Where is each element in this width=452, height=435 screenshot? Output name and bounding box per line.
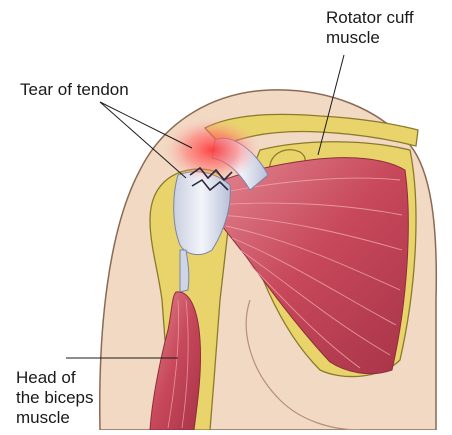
rotator-cuff-label: Rotator cuff muscle: [326, 8, 414, 48]
biceps-label-line-2: the biceps: [16, 388, 94, 408]
rotator-cuff-label-line-2: muscle: [326, 28, 414, 48]
biceps-label-line-3: muscle: [16, 408, 94, 428]
rotator-cuff-label-line-1: Rotator cuff: [326, 8, 414, 28]
biceps-label-line-1: Head of: [16, 368, 94, 388]
tear-glow: [164, 118, 260, 182]
biceps-label: Head of the biceps muscle: [16, 368, 94, 428]
tear-label: Tear of tendon: [20, 80, 129, 100]
tear-label-text: Tear of tendon: [20, 80, 129, 100]
